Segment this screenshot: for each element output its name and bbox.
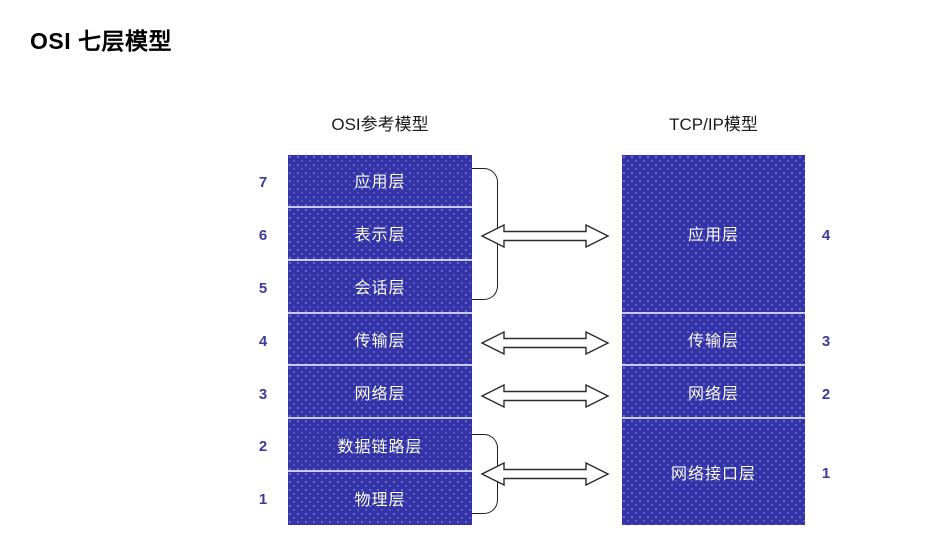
tcpip-layer-number-1: 1 — [821, 465, 831, 482]
osi-layer-datalink[interactable]: 数据链路层 — [288, 419, 472, 473]
tcpip-layer-application[interactable]: 应用层 — [622, 155, 805, 314]
osi-layer-session[interactable]: 会话层 — [288, 260, 472, 314]
osi-layer-application[interactable]: 应用层 — [288, 155, 472, 208]
arrow-network-interface-icon — [480, 460, 610, 488]
osi-model-stack: 应用层 表示层 会话层 传输层 网络层 数据链路层 物理层 — [288, 155, 472, 525]
tcpip-model-stack: 应用层 传输层 网络层 网络接口层 — [622, 155, 805, 525]
osi-layer-network[interactable]: 网络层 — [288, 366, 472, 420]
osi-column-header: OSI参考模型 — [331, 115, 429, 134]
tcpip-column-header: TCP/IP模型 — [669, 115, 758, 134]
tcpip-layer-number-3: 3 — [821, 333, 831, 350]
osi-layer-transport[interactable]: 传输层 — [288, 313, 472, 367]
arrow-network-icon — [480, 382, 610, 410]
arrow-application-icon — [480, 222, 610, 250]
osi-layer-presentation[interactable]: 表示层 — [288, 207, 472, 261]
tcpip-layer-number-4: 4 — [821, 227, 831, 244]
osi-layer-physical[interactable]: 物理层 — [288, 472, 472, 525]
osi-layer-number-3: 3 — [258, 386, 268, 403]
page-title: OSI 七层模型 — [30, 28, 173, 54]
osi-layer-number-4: 4 — [258, 333, 268, 350]
osi-layer-number-1: 1 — [258, 491, 268, 508]
tcpip-layer-network-interface[interactable]: 网络接口层 — [622, 419, 805, 525]
tcpip-layer-number-2: 2 — [821, 386, 831, 403]
arrow-transport-icon — [480, 329, 610, 357]
osi-layer-number-6: 6 — [258, 227, 268, 244]
osi-layer-number-2: 2 — [258, 438, 268, 455]
osi-layer-number-7: 7 — [258, 174, 268, 191]
osi-layer-number-5: 5 — [258, 280, 268, 297]
tcpip-layer-network[interactable]: 网络层 — [622, 366, 805, 420]
tcpip-layer-transport[interactable]: 传输层 — [622, 313, 805, 367]
